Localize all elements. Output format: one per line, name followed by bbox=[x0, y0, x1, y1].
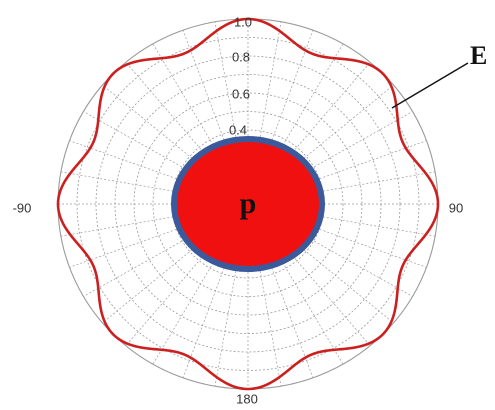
grid-spoke bbox=[69, 140, 249, 205]
grid-circle bbox=[76, 37, 420, 371]
grid-spoke bbox=[247, 140, 427, 205]
grid-spoke bbox=[214, 203, 249, 387]
grid-spoke bbox=[247, 84, 394, 205]
grid-spoke bbox=[247, 62, 371, 205]
grid-spoke bbox=[125, 203, 249, 346]
grid-spoke bbox=[152, 203, 249, 365]
grid-spokes bbox=[58, 19, 438, 389]
grid-spoke bbox=[214, 21, 249, 205]
core-body bbox=[177, 142, 319, 266]
grid-spoke bbox=[247, 30, 314, 205]
angle-label-left: -90 bbox=[13, 200, 32, 215]
grid-spoke bbox=[247, 21, 282, 205]
grid-spoke bbox=[247, 203, 413, 297]
grid-spoke bbox=[247, 203, 371, 346]
angle-label-bottom: 180 bbox=[236, 391, 258, 406]
radial-tick-label: 0.4 bbox=[229, 122, 247, 137]
grid-spoke bbox=[83, 203, 249, 297]
grid-spoke bbox=[83, 111, 249, 205]
grid-spoke bbox=[69, 203, 249, 268]
grid-spoke bbox=[247, 203, 282, 387]
field-pattern-curve bbox=[56, 17, 440, 391]
grid-spoke bbox=[247, 203, 314, 378]
radial-tick-label: 0.6 bbox=[232, 86, 250, 101]
grid-spoke bbox=[102, 203, 249, 324]
grid-spoke bbox=[247, 43, 344, 205]
grid-spoke bbox=[247, 203, 344, 365]
grid-spoke bbox=[247, 203, 427, 268]
grid-spoke bbox=[125, 62, 249, 205]
angle-label-right: 90 bbox=[449, 200, 463, 215]
grid-spoke bbox=[182, 30, 249, 205]
grid-spoke bbox=[182, 203, 249, 378]
radial-tick-label: 1.0 bbox=[234, 14, 252, 29]
radial-tick-label: 0.8 bbox=[232, 49, 250, 64]
core-label: p bbox=[240, 187, 257, 220]
curve-label: E bbox=[470, 41, 487, 70]
grid-spoke bbox=[152, 43, 249, 205]
curve-label-pointer bbox=[391, 62, 469, 109]
grid-spoke bbox=[247, 111, 413, 205]
grid-spoke bbox=[247, 203, 394, 324]
grid-spoke bbox=[102, 84, 249, 205]
